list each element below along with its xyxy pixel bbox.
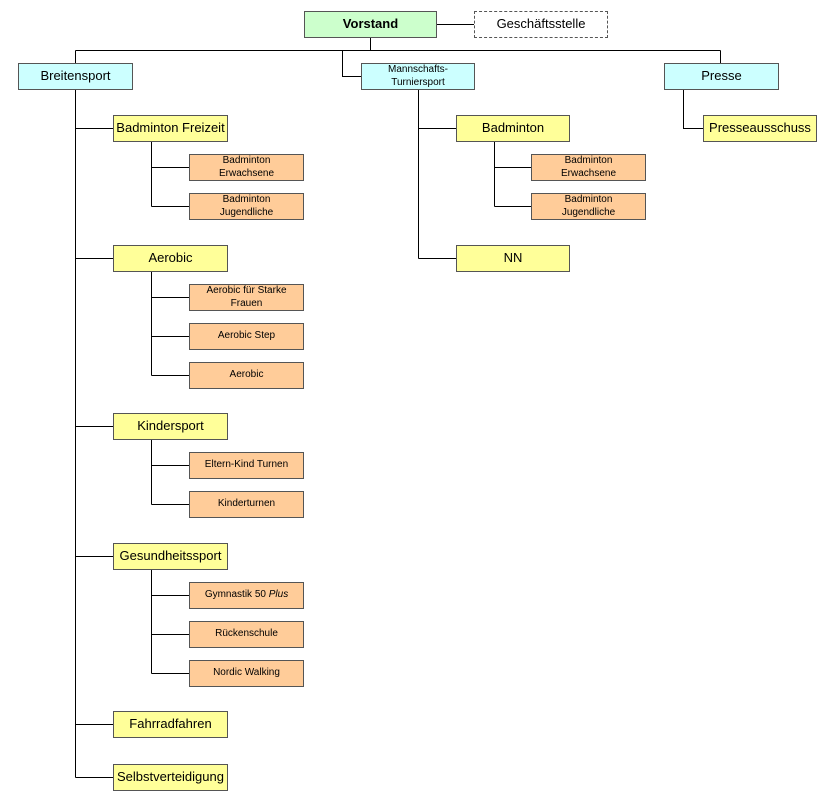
bf-erwachsene-line2: Erwachsene — [218, 167, 275, 179]
geschaeftsstelle-box: Geschäftsstelle — [474, 11, 608, 38]
bf-erwachsene-line1: Badminton — [222, 155, 271, 166]
aerobic-starke-frauen-box: Aerobic für Starke Frauen — [189, 284, 304, 311]
geschaeftsstelle-label: Geschäftsstelle — [496, 16, 586, 32]
gymnastik-prefix: Gymnastik 50 — [204, 589, 269, 601]
kindersport-box: Kindersport — [113, 413, 228, 440]
fahrradfahren-box: Fahrradfahren — [113, 711, 228, 738]
mannschaft-badminton-box: Badminton — [456, 115, 570, 142]
selbstverteidigung-label: Selbstverteidigung — [117, 769, 224, 785]
mannschafts-turniersport-box: Mannschafts- Turniersport — [361, 63, 475, 90]
gymnastik-50-plus-box: Gymnastik 50 Plus — [189, 582, 304, 609]
aerobic-step-label: Aerobic Step — [217, 330, 276, 342]
vorstand-box: Vorstand — [304, 11, 437, 38]
breitensport-box: Breitensport — [18, 63, 133, 90]
selbstverteidigung-box: Selbstverteidigung — [113, 764, 228, 791]
presse-label: Presse — [701, 68, 742, 84]
aerobic-box: Aerobic — [113, 245, 228, 272]
aerobic-starke-line1: Aerobic für Starke — [206, 285, 287, 296]
m-erwachsene-line1: Badminton — [564, 155, 613, 166]
gesundheitssport-box: Gesundheitssport — [113, 543, 228, 570]
aerobic-step-box: Aerobic Step — [189, 323, 304, 350]
mannschafts-label-line1: Mannschafts- — [387, 64, 449, 75]
m-jugendliche-line1: Badminton — [564, 194, 613, 205]
badminton-freizeit-label: Badminton Freizeit — [116, 120, 225, 136]
badminton-freizeit-box: Badminton Freizeit — [113, 115, 228, 142]
nordic-walking-label: Nordic Walking — [213, 667, 280, 679]
aerobic-label: Aerobic — [148, 250, 193, 266]
m-erwachsene-line2: Erwachsene — [560, 167, 617, 179]
mannschafts-label-line2: Turniersport — [391, 76, 445, 88]
nn-box: NN — [456, 245, 570, 272]
gesundheitssport-label: Gesundheitssport — [119, 548, 222, 564]
mannschaft-badminton-label: Badminton — [481, 120, 545, 136]
bf-jugendliche-line1: Badminton — [222, 194, 271, 205]
mannschaft-badminton-jugendliche-box: Badminton Jugendliche — [531, 193, 646, 220]
badminton-freizeit-erwachsene-box: Badminton Erwachsene — [189, 154, 304, 181]
eltern-kind-label: Eltern-Kind Turnen — [204, 459, 289, 471]
presse-box: Presse — [664, 63, 779, 90]
bf-jugendliche-line2: Jugendliche — [219, 206, 274, 218]
m-jugendliche-line2: Jugendliche — [561, 206, 616, 218]
aerobic-sub-label: Aerobic — [229, 369, 264, 381]
rueckenschule-box: Rückenschule — [189, 621, 304, 648]
kinderturnen-box: Kinderturnen — [189, 491, 304, 518]
rueckenschule-label: Rückenschule — [215, 628, 278, 640]
vorstand-label: Vorstand — [342, 16, 399, 32]
kinderturnen-label: Kinderturnen — [217, 498, 276, 510]
fahrradfahren-label: Fahrradfahren — [129, 716, 212, 732]
presseausschuss-label: Presseausschuss — [709, 120, 811, 136]
eltern-kind-turnen-box: Eltern-Kind Turnen — [189, 452, 304, 479]
presseausschuss-box: Presseausschuss — [703, 115, 817, 142]
badminton-freizeit-jugendliche-box: Badminton Jugendliche — [189, 193, 304, 220]
gymnastik-label: Gymnastik 50 Plus — [205, 589, 288, 602]
aerobic-sub-box: Aerobic — [189, 362, 304, 389]
gymnastik-plus: Plus — [268, 589, 289, 601]
mannschaft-badminton-erwachsene-box: Badminton Erwachsene — [531, 154, 646, 181]
kindersport-label: Kindersport — [137, 418, 204, 434]
nn-label: NN — [503, 250, 523, 266]
nordic-walking-box: Nordic Walking — [189, 660, 304, 687]
aerobic-starke-line2: Frauen — [230, 297, 263, 309]
breitensport-label: Breitensport — [40, 68, 111, 84]
